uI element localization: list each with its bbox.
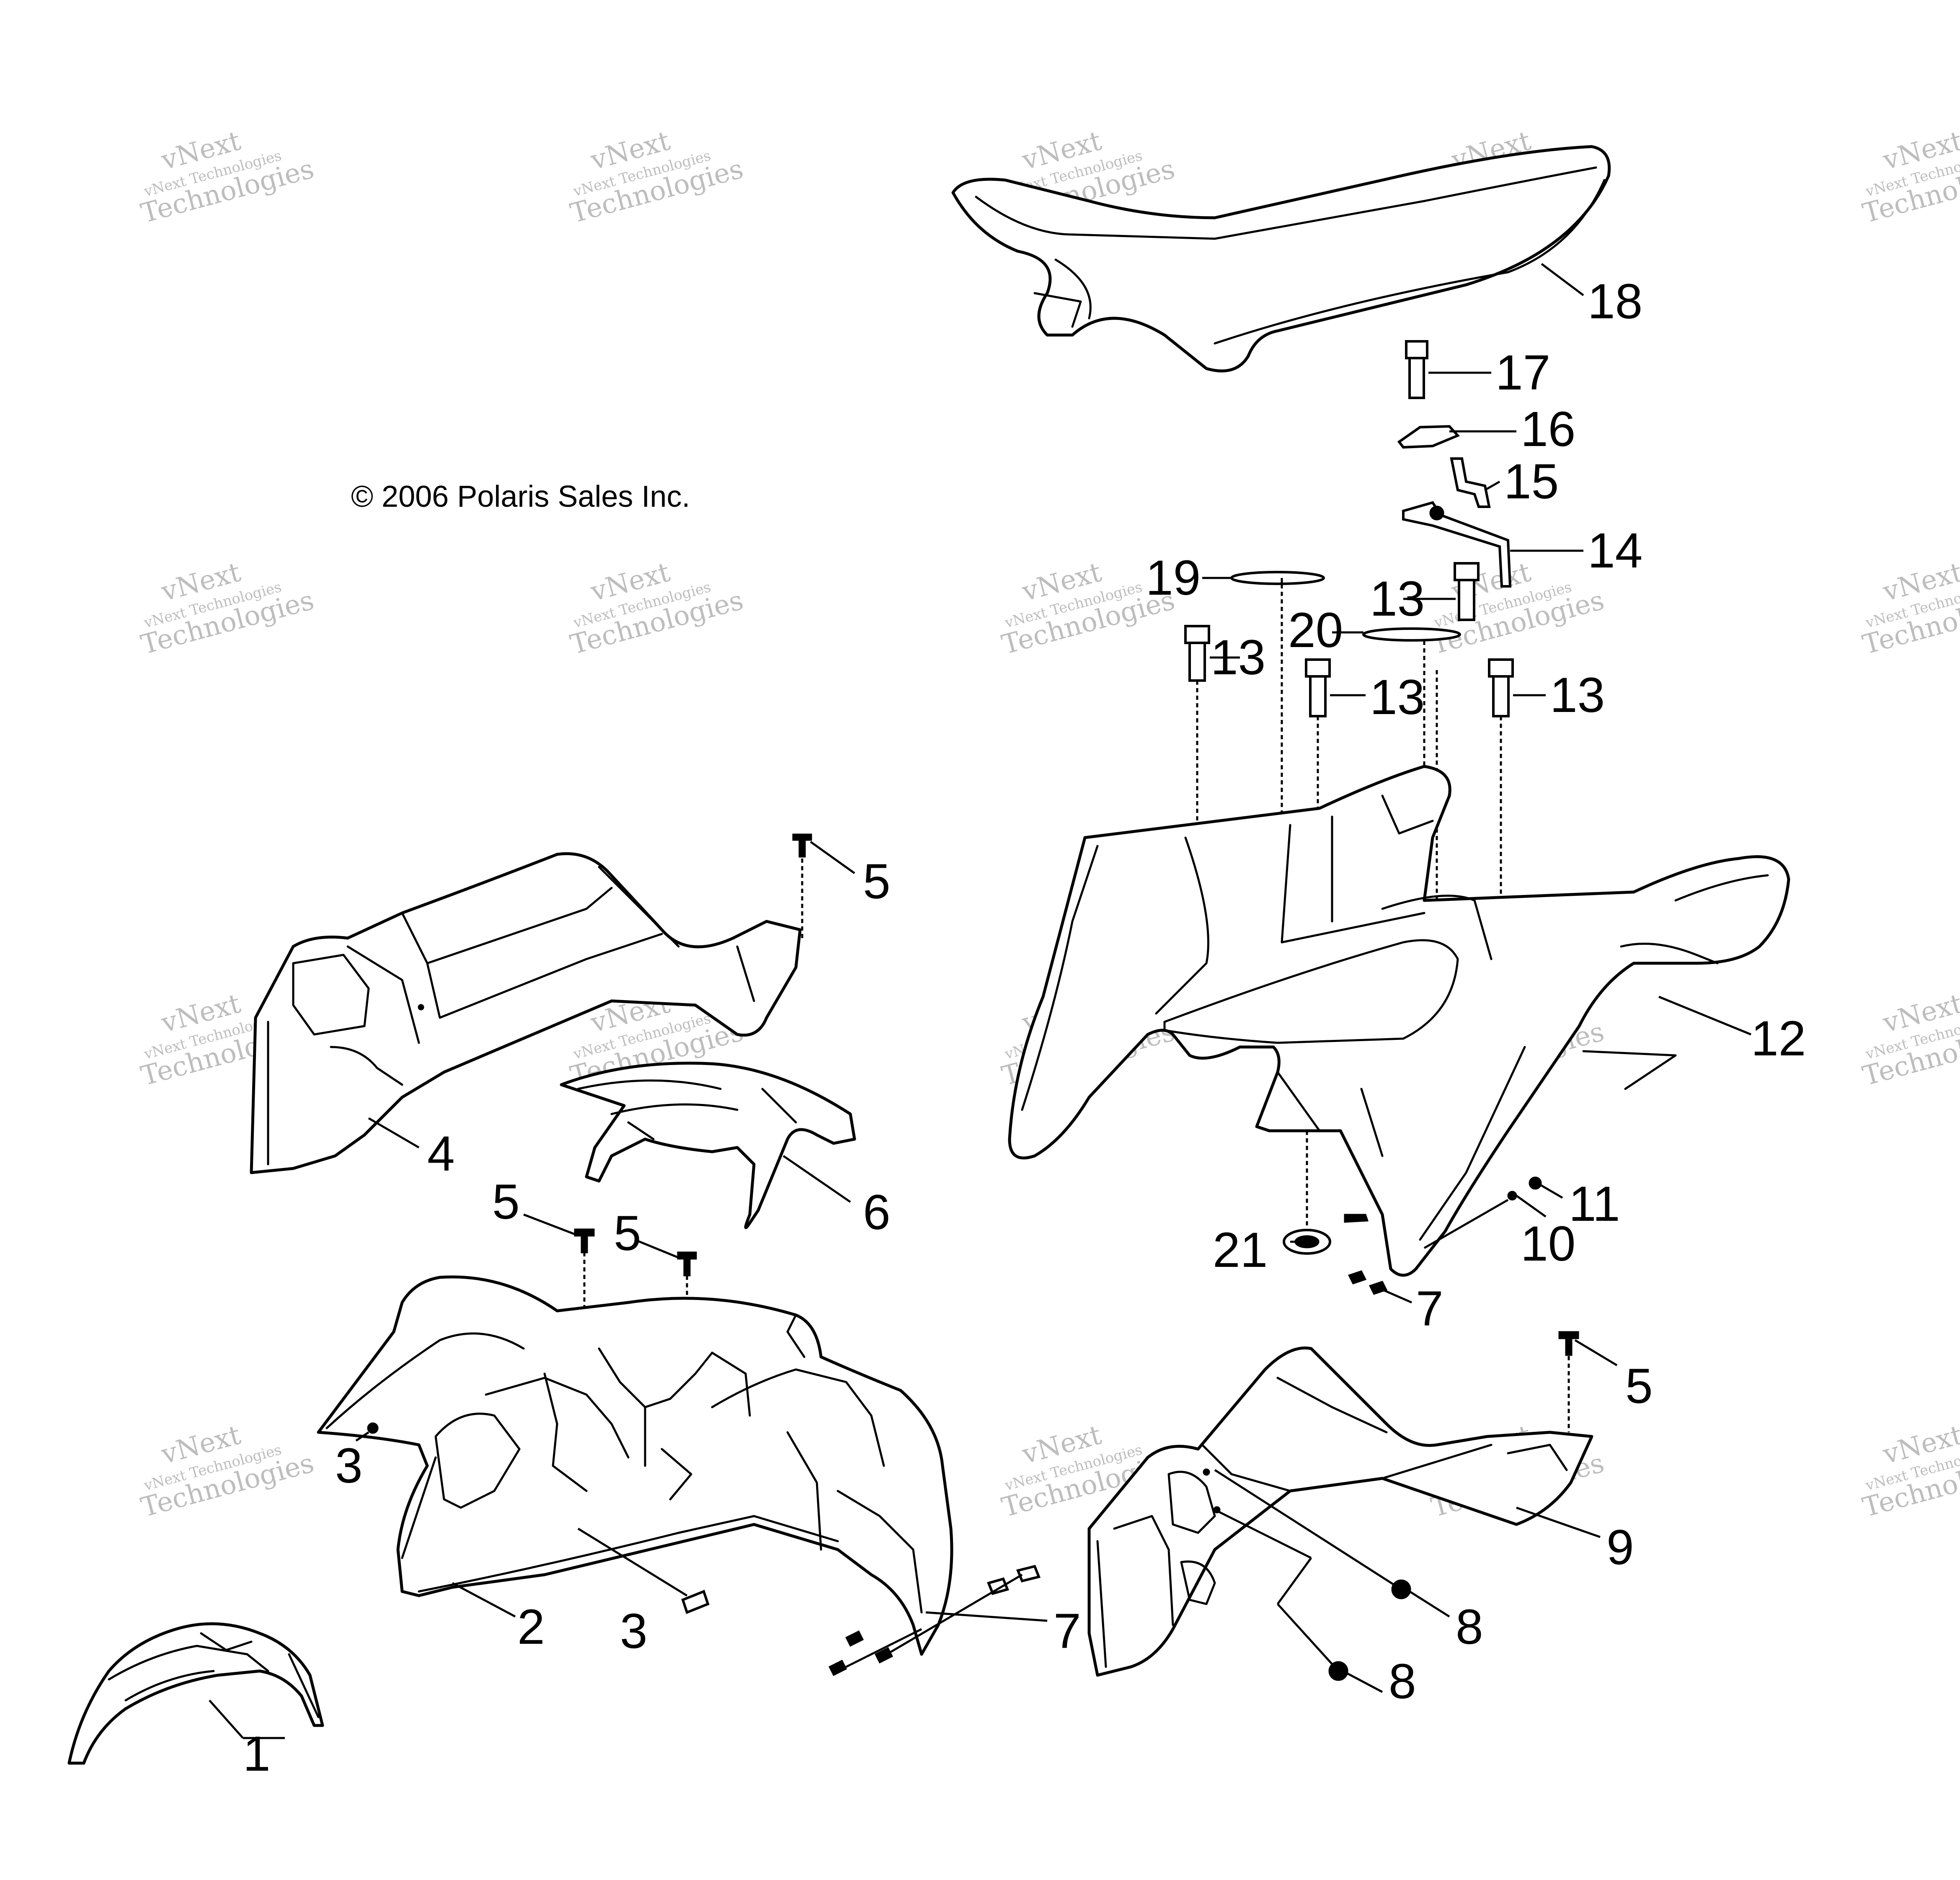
- part-6-fender-flare: [560, 1062, 856, 1229]
- part-20-ring: [1362, 627, 1461, 642]
- callout-11: 11: [1569, 1176, 1620, 1232]
- callout-18: 18: [1588, 274, 1642, 329]
- part-15-bracket: [1450, 457, 1491, 508]
- callout-13b: 13: [1370, 670, 1425, 725]
- callout-10: 10: [1521, 1216, 1575, 1271]
- callout-7a: 7: [1054, 1604, 1081, 1659]
- callout-13c: 13: [1370, 571, 1425, 627]
- callout-16: 16: [1521, 402, 1575, 457]
- part-1-front-bumper: [67, 1622, 324, 1765]
- part-3-screws: [367, 1422, 710, 1614]
- part-16-clip: [1397, 425, 1460, 449]
- part-7-fasteners-left: [828, 1565, 1041, 1676]
- callout-5d: 5: [1625, 1359, 1653, 1414]
- callout-12: 12: [1751, 1011, 1806, 1066]
- callout-4: 4: [427, 1126, 455, 1181]
- part-12-rear-cab: [1008, 765, 1790, 1277]
- callout-3a: 3: [335, 1438, 363, 1493]
- callout-8b: 8: [1389, 1654, 1416, 1709]
- part-14-latch: [1402, 501, 1512, 588]
- callout-15: 15: [1504, 454, 1559, 509]
- part-17-bolt: [1405, 340, 1428, 399]
- part-7-fasteners-right: [1348, 1270, 1388, 1295]
- copyright-text: © 2006 Polaris Sales Inc.: [351, 480, 690, 513]
- part-2-front-cab: [317, 1275, 953, 1656]
- callout-2: 2: [517, 1599, 545, 1655]
- callout-5c: 5: [614, 1206, 641, 1261]
- callout-20: 20: [1288, 603, 1343, 658]
- callout-17: 17: [1495, 345, 1550, 400]
- part-10-11-hardware: [1344, 1176, 1542, 1249]
- callout-5a: 5: [863, 854, 891, 909]
- part-9-right-side-panel: [1087, 1346, 1593, 1677]
- part-13-bolts: [1184, 562, 1514, 717]
- callout-21: 21: [1213, 1222, 1268, 1278]
- callout-5b: 5: [492, 1174, 520, 1230]
- callout-19: 19: [1146, 550, 1201, 606]
- callout-14: 14: [1588, 523, 1642, 578]
- callout-6: 6: [863, 1185, 891, 1240]
- callout-labels: 1 2 3 3 4 5 5 5 5 6 7 7 8 8 9 10 11 12 1…: [243, 274, 1806, 1782]
- part-18-seat: [951, 145, 1611, 373]
- callout-13a: 13: [1211, 630, 1265, 685]
- callout-3b: 3: [620, 1604, 648, 1659]
- callout-8a: 8: [1456, 1599, 1483, 1655]
- callout-7b: 7: [1416, 1281, 1444, 1336]
- part-4-left-side-panel: [250, 852, 802, 1174]
- leader-lines: [209, 263, 1751, 1739]
- part-19-ring: [1230, 571, 1325, 585]
- part-5-push-rivets: [574, 833, 1579, 1356]
- callout-9: 9: [1606, 1520, 1634, 1575]
- callout-13d: 13: [1550, 668, 1605, 723]
- callout-1: 1: [243, 1726, 271, 1782]
